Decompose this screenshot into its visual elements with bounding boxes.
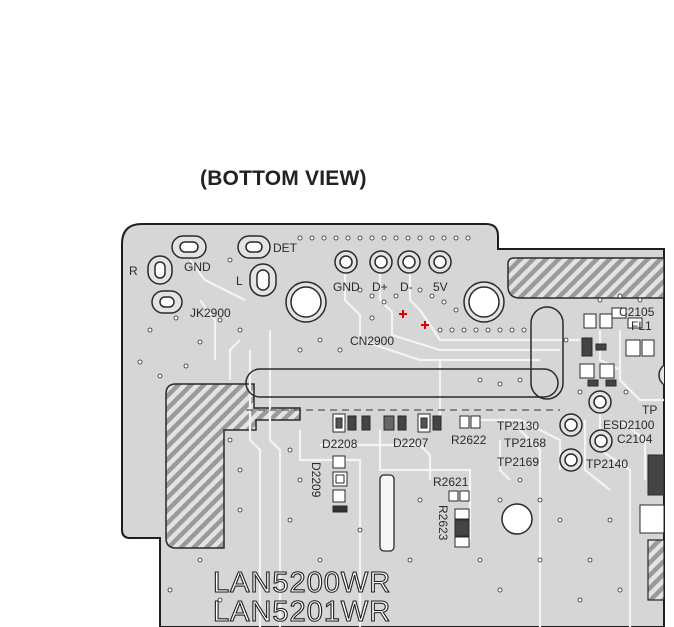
vias <box>137 235 643 603</box>
hatch-area-top-right <box>507 257 664 299</box>
label-c2105: C2105 <box>619 305 655 319</box>
label-d-plus: D+ <box>372 280 388 294</box>
part-number-line2: LAN5201WR <box>213 596 391 627</box>
label-l: L <box>236 274 243 288</box>
label-tp-partial-top: T <box>664 388 672 402</box>
label-5v: 5V <box>433 280 448 294</box>
label-gnd-usb: GND <box>333 280 360 294</box>
label-jk2900: JK2900 <box>190 306 231 320</box>
label-d2207: D2207 <box>393 436 429 450</box>
label-cn2900: CN2900 <box>350 334 394 348</box>
label-tp2130: TP2130 <box>497 419 539 433</box>
slot-horizontal <box>245 368 559 398</box>
label-tp2140: TP2140 <box>586 457 628 471</box>
label-fl1: FL1 <box>631 319 652 333</box>
label-gnd-left: GND <box>184 260 211 274</box>
label-r2623: R2623 <box>436 505 450 541</box>
label-tp-partial: TP <box>642 403 657 417</box>
mount-holes <box>285 281 533 535</box>
slot-vertical <box>530 306 564 400</box>
usb-pins <box>334 250 452 274</box>
label-tp2169: TP2169 <box>497 455 539 469</box>
label-r2622: R2622 <box>451 433 487 447</box>
label-det: DET <box>273 241 298 255</box>
label-d-minus: D- <box>400 280 413 294</box>
label-c2104: C2104 <box>617 432 653 446</box>
hatch-area-bottom-right <box>647 539 664 601</box>
label-esd2100: ESD2100 <box>603 418 655 432</box>
jack-pads <box>147 235 277 314</box>
label-d2208: D2208 <box>322 437 358 451</box>
label-r: R <box>129 264 138 278</box>
label-r2621: R2621 <box>433 475 469 489</box>
slot-small-vertical <box>379 474 395 552</box>
hatch-area-left <box>165 383 301 549</box>
red-markers <box>399 310 429 329</box>
label-d2209: D2209 <box>309 462 323 498</box>
traces <box>189 259 664 627</box>
part-number-line1: LAN5200WR <box>213 567 391 599</box>
test-points <box>559 362 664 472</box>
smd-pads <box>332 307 664 548</box>
label-tp2168: TP2168 <box>504 436 546 450</box>
view-title: (BOTTOM VIEW) <box>200 167 367 190</box>
